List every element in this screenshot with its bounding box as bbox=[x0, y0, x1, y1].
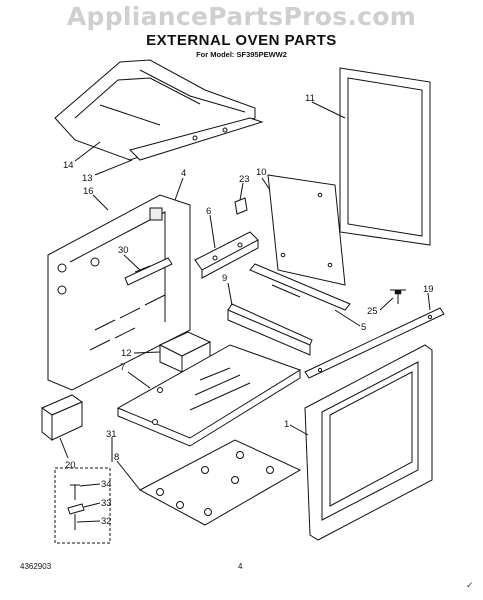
callout-9: 9 bbox=[222, 273, 227, 284]
part-lower-bracket[interactable] bbox=[40, 394, 84, 442]
callout-8: 8 bbox=[114, 452, 119, 463]
callout-32: 32 bbox=[101, 516, 112, 527]
callout-14: 14 bbox=[63, 160, 74, 171]
watermark: AppliancePartsPros.com bbox=[66, 2, 417, 31]
leader-lines bbox=[59, 101, 431, 523]
part-front-frame[interactable] bbox=[304, 344, 433, 541]
callout-11: 11 bbox=[305, 93, 315, 104]
callout-5: 5 bbox=[361, 322, 366, 333]
part-screw[interactable] bbox=[390, 289, 406, 304]
callout-19: 19 bbox=[423, 284, 434, 295]
callout-30: 30 bbox=[118, 245, 129, 256]
part-bottom-tray[interactable] bbox=[116, 344, 302, 447]
callout-31: 31 bbox=[106, 429, 117, 440]
check-mark-icon: ✓ bbox=[466, 580, 474, 590]
hardware-group bbox=[54, 467, 111, 544]
part-side-bracket[interactable] bbox=[194, 231, 259, 279]
callout-6: 6 bbox=[206, 206, 211, 217]
part-outer-frame[interactable] bbox=[339, 67, 431, 246]
callout-4: 4 bbox=[181, 168, 186, 179]
callout-13: 13 bbox=[82, 173, 93, 184]
model-subtitle: For Model: SF395PEWW2 bbox=[196, 50, 287, 59]
callout-1: 1 bbox=[284, 419, 289, 430]
callout-34: 34 bbox=[101, 479, 112, 490]
document-number: 4362903 bbox=[20, 562, 52, 571]
part-vent-strip[interactable] bbox=[249, 263, 351, 311]
part-bottom-panel[interactable] bbox=[138, 439, 302, 526]
callout-12: 12 bbox=[121, 348, 132, 359]
diagram-title: EXTERNAL OVEN PARTS bbox=[146, 32, 337, 49]
part-insulation-panel[interactable] bbox=[267, 174, 346, 286]
part-channel[interactable] bbox=[227, 303, 313, 356]
part-back-panel[interactable] bbox=[47, 194, 191, 391]
callout-16: 16 bbox=[83, 186, 94, 197]
part-rear-bracket[interactable] bbox=[129, 117, 264, 161]
part-trim-strip[interactable] bbox=[304, 307, 445, 379]
callout-25: 25 bbox=[367, 306, 378, 317]
part-back-bracket[interactable] bbox=[124, 257, 173, 286]
page-number: 4 bbox=[238, 562, 243, 571]
callout-20: 20 bbox=[65, 460, 76, 471]
part-clip[interactable] bbox=[234, 197, 248, 215]
callout-23: 23 bbox=[239, 174, 250, 185]
callout-10: 10 bbox=[256, 167, 267, 178]
callout-33: 33 bbox=[101, 498, 112, 509]
callout-7: 7 bbox=[120, 362, 125, 373]
